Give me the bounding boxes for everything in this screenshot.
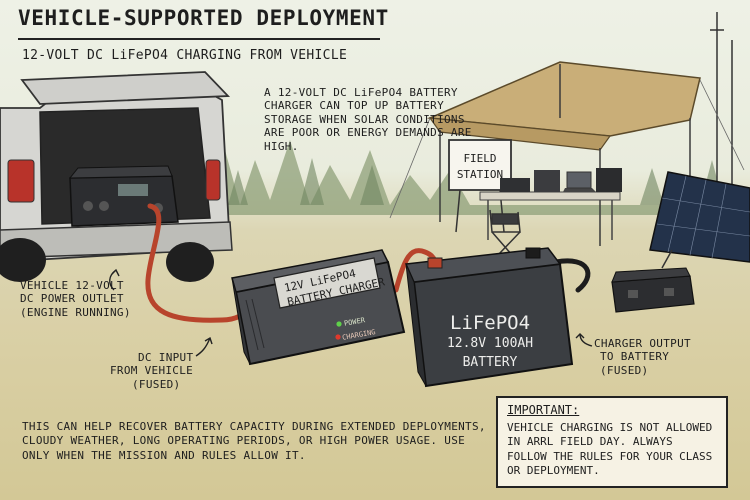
negative-terminal: [525, 247, 541, 259]
tree-line: [210, 140, 750, 215]
equipment-case: [611, 267, 695, 313]
operating-table: [479, 168, 622, 240]
positive-terminal: [427, 257, 443, 269]
charger-label-plate: [273, 257, 381, 309]
wheel: [0, 238, 46, 282]
laptop: [566, 171, 592, 189]
power-station-display: [118, 184, 148, 196]
power-station: [596, 168, 622, 192]
lifepo4-battery: [404, 247, 574, 388]
usage-note: THIS CAN HELP RECOVER BATTERY CAPACITY D…: [22, 420, 486, 462]
title-underline: [18, 38, 380, 40]
power-led: [336, 321, 342, 327]
wheel: [166, 242, 214, 282]
input-label-line: (FUSED): [132, 377, 181, 391]
battery-chemistry-label: LiFePO4: [449, 312, 531, 334]
radio-transceiver: [500, 178, 530, 192]
input-cable: [145, 203, 243, 323]
vehicle-suv: [0, 71, 233, 282]
portable-power-station: [69, 175, 179, 227]
sign-text: FIELD: [463, 152, 497, 165]
antenna-masts: [710, 12, 733, 200]
outlet-label-line: (ENGINE RUNNING): [20, 305, 131, 319]
output-label-line: TO BATTERY: [600, 350, 670, 364]
page-title: VEHICLE-SUPPORTED DEPLOYMENT: [18, 6, 389, 30]
important-body: VEHICLE CHARGING IS NOT ALLOWED IN ARRL …: [507, 421, 713, 477]
input-arrow: [195, 337, 211, 357]
output-arrow: [579, 333, 593, 347]
charging-led: [335, 334, 341, 340]
dc-input-label: DC INPUT FROM VEHICLE (FUSED): [110, 351, 193, 391]
canopy-tent: [389, 61, 745, 246]
input-label-line: FROM VEHICLE: [110, 364, 194, 378]
outlet-label-line: DC POWER OUTLET: [20, 292, 124, 306]
vehicle-outlet-label: VEHICLE 12-VOLT DC POWER OUTLET (ENGINE …: [20, 279, 131, 319]
tail-light: [205, 159, 221, 201]
output-label-line: (FUSED): [600, 363, 649, 377]
battery-word-label: BATTERY: [462, 355, 518, 370]
charger-output-label: CHARGER OUTPUT TO BATTERY (FUSED): [594, 337, 691, 377]
folding-chair: [489, 209, 521, 256]
sign-text: STATION: [456, 168, 504, 181]
important-title: IMPORTANT:: [507, 403, 580, 417]
pointer-arrows: [109, 268, 593, 357]
open-liftgate: [20, 71, 231, 105]
tail-light: [7, 159, 35, 203]
solar-panel: [649, 171, 750, 269]
radio-transceiver: [534, 170, 560, 192]
input-label-line: DC INPUT: [138, 351, 194, 364]
important-box: IMPORTANT: VEHICLE CHARGING IS NOT ALLOW…: [496, 396, 728, 488]
output-label-line: CHARGER OUTPUT: [594, 337, 691, 350]
battery-charger-unit: [231, 249, 406, 366]
charger-purpose-callout: A 12-VOLT DC LiFePO4 BATTERY CHARGER CAN…: [264, 86, 472, 153]
outlet-label-line: VEHICLE 12-VOLT: [20, 279, 124, 292]
battery-rating-label: 12.8V 100Ah: [446, 336, 534, 351]
page-subtitle: 12-VOLT DC LiFePO4 CHARGING FROM VEHICLE: [22, 48, 348, 63]
